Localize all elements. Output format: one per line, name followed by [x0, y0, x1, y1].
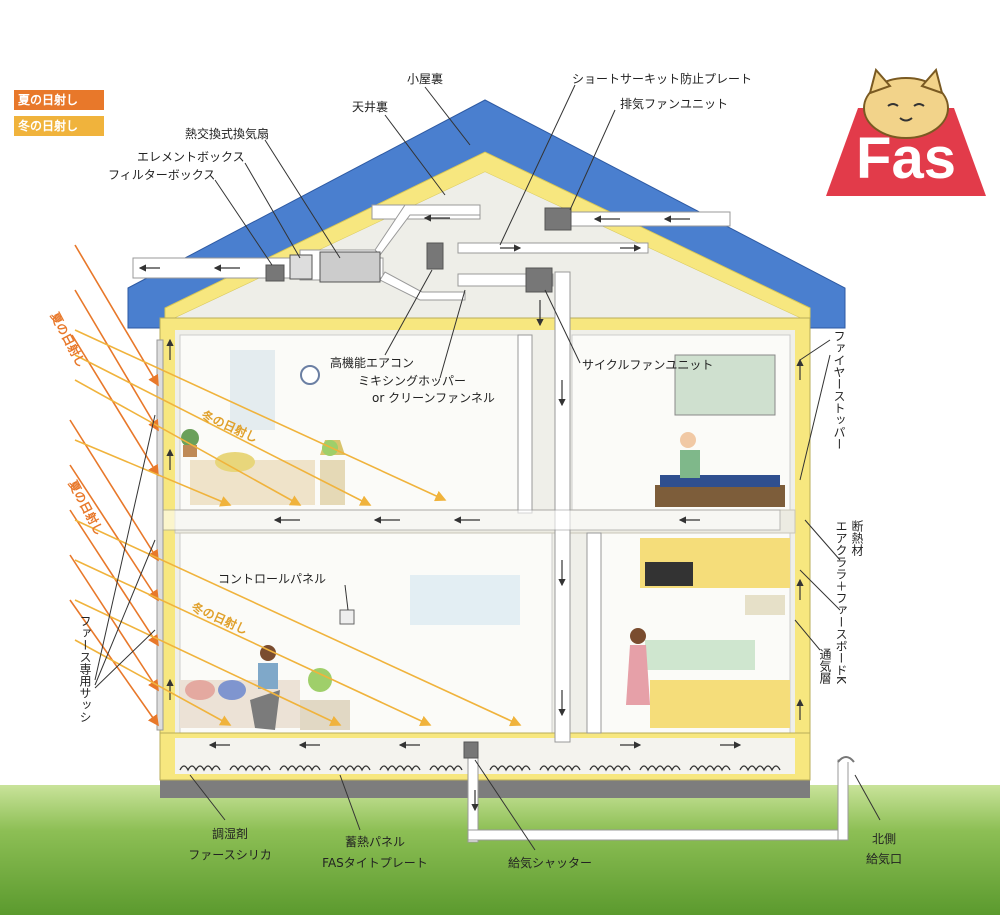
label-insulation-1: 断熱材 [850, 520, 864, 556]
label-north-inlet-1: 北側 [871, 832, 896, 846]
underfloor-space [175, 738, 795, 774]
label-mixing-hopper: ミキシングホッパー [358, 374, 467, 388]
label-sash: ファース専用サッシ [78, 615, 92, 723]
label-north-inlet-2: 給気口 [865, 852, 902, 866]
sash-window [156, 339, 164, 731]
label-heat-exchange-fan: 熱交換式換気扇 [185, 127, 270, 141]
label-supply-shutter: 給気シャッター [508, 856, 593, 870]
aircon-unit [426, 242, 444, 270]
label-element-box: エレメントボックス [137, 150, 245, 164]
label-humidity-2: ファースシリカ [188, 848, 272, 862]
foundation [160, 780, 810, 798]
heat-exchange-fan [319, 251, 381, 283]
label-humidity-1: 調湿剤 [211, 827, 248, 841]
label-attic: 小屋裏 [407, 72, 444, 86]
label-aircon: 高機能エアコン [330, 356, 415, 370]
shutter [463, 741, 479, 759]
vent-units [265, 207, 572, 759]
winter-ray [74, 439, 232, 507]
legend-winter: 冬の日射し [14, 116, 104, 136]
winter-ray [74, 379, 302, 506]
label-short-circuit-plate: ショートサーキット防止プレート [572, 72, 753, 86]
heat-panels [179, 765, 781, 772]
winter-ray [74, 329, 447, 502]
label-exhaust-fan-unit: 排気ファンユニット [620, 97, 729, 111]
label-clean-funnel: or クリーンファンネル [372, 391, 495, 405]
label-filter-box: フィルターボックス [108, 168, 216, 182]
element-box [289, 254, 313, 280]
winter-ray [74, 559, 432, 727]
summer-ray [71, 334, 159, 477]
cycle-fan [525, 267, 553, 293]
summer-ray [69, 554, 159, 692]
furniture [180, 350, 790, 730]
airflow-arrows [138, 214, 804, 812]
ground [0, 785, 1000, 915]
label-insulation-2: エアクララ＋ファースボードK [834, 520, 848, 684]
label-vent-layer: 通気層 [818, 648, 832, 684]
winter-ray [74, 354, 372, 506]
label-cycle-fan-unit: サイクルファンユニット [582, 358, 714, 372]
leader-lines [94, 84, 881, 851]
summer-ray [69, 464, 159, 602]
legend-summer: 夏の日射し [14, 90, 104, 110]
label-control-panel: コントロールパネル [218, 572, 327, 586]
fas-logo: Fas [818, 68, 994, 200]
north-inlet-cap [837, 756, 855, 763]
summer-ray [69, 599, 159, 727]
logo-text: Fas [856, 126, 956, 191]
filter-box [265, 264, 285, 282]
label-heat-panel-2: FASタイトプレート [322, 856, 428, 870]
cat-icon [826, 68, 986, 196]
label-ceiling-space: 天井裏 [352, 100, 389, 114]
label-heat-panel-1: 蓄熱パネル [344, 835, 405, 849]
winter-ray [74, 599, 342, 726]
summer-ray [74, 289, 159, 432]
label-fire-stopper: ファイヤーストッパー [832, 330, 846, 450]
exhaust-fan [544, 207, 572, 231]
